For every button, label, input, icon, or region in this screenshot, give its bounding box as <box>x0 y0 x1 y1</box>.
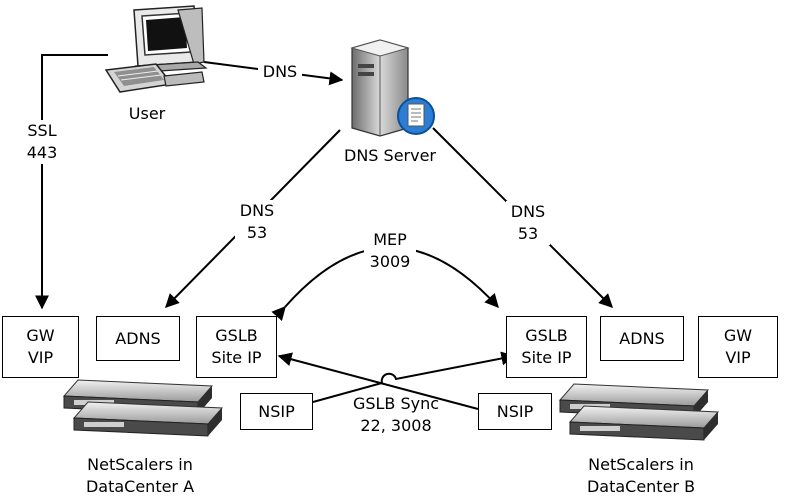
adns-b-label: ADNS <box>619 328 665 348</box>
netscalers-a-line1: NetScalers in <box>87 455 193 474</box>
gslb-sync-line-b <box>312 351 516 403</box>
mep-line1: MEP <box>373 230 407 249</box>
gslb-site-ip-b-line2: Site IP <box>521 348 572 367</box>
mep-label: MEP 3009 <box>364 229 416 273</box>
gw-vip-a-line2: VIP <box>27 348 54 367</box>
dns-a-line2: 53 <box>246 223 268 242</box>
dns-a-label: DNS 53 <box>235 200 279 244</box>
gslb-sync-line-a <box>277 352 479 410</box>
ssl-connection-line <box>35 54 108 310</box>
gw-vip-b-line1: GW <box>723 326 753 345</box>
user-to-dns-label: DNS <box>258 61 302 83</box>
nsip-box-b: NSIP <box>478 393 552 430</box>
mep-line2: 3009 <box>369 252 411 271</box>
dns-server-label: DNS Server <box>344 146 436 165</box>
nsip-box-a: NSIP <box>240 393 313 430</box>
desktop-computer-icon <box>104 5 208 93</box>
nsip-b-label: NSIP <box>496 401 534 421</box>
gslb-site-ip-b-line1: GSLB <box>525 326 568 345</box>
ssl-line2: 443 <box>26 143 58 162</box>
ssl-label: SSL 443 <box>22 120 62 164</box>
gslb-sync-line2: 22, 3008 <box>360 416 432 435</box>
netscalers-b-line1: NetScalers in <box>588 455 694 474</box>
gslb-sync-line1: GSLB Sync <box>352 394 440 413</box>
document-badge-icon <box>397 97 435 135</box>
ssl-line1: SSL <box>27 121 57 140</box>
netscalers-a-label: NetScalers in DataCenter A <box>70 454 210 498</box>
gw-vip-box-b: GW VIP <box>698 316 778 378</box>
gw-vip-b-line2: VIP <box>725 348 751 367</box>
nsip-a-label: NSIP <box>258 401 295 421</box>
netscalers-a-line2: DataCenter A <box>85 477 195 496</box>
adns-a-label: ADNS <box>115 328 161 348</box>
dns-a-line1: DNS <box>239 201 275 220</box>
gslb-sync-label: GSLB Sync 22, 3008 <box>344 393 448 437</box>
gw-vip-box-a: GW VIP <box>2 316 79 378</box>
gslb-site-ip-a-line1: GSLB <box>215 326 258 345</box>
netscalers-b-label: NetScalers in DataCenter B <box>571 454 711 498</box>
gslb-site-ip-box-a: GSLB Site IP <box>196 316 277 378</box>
gslb-site-ip-a-line2: Site IP <box>211 348 262 367</box>
rack-server-stack-icon <box>558 383 720 441</box>
dns-b-label: DNS 53 <box>506 201 550 245</box>
adns-box-b: ADNS <box>600 316 684 361</box>
dns-b-line1: DNS <box>510 202 546 221</box>
gslb-site-ip-box-b: GSLB Site IP <box>506 316 587 378</box>
netscalers-b-line2: DataCenter B <box>586 477 696 496</box>
adns-box-a: ADNS <box>96 316 180 361</box>
user-label: User <box>128 104 166 123</box>
dns-b-line2: 53 <box>517 224 539 243</box>
rack-server-stack-icon <box>62 379 224 437</box>
gw-vip-a-line1: GW <box>26 326 55 345</box>
